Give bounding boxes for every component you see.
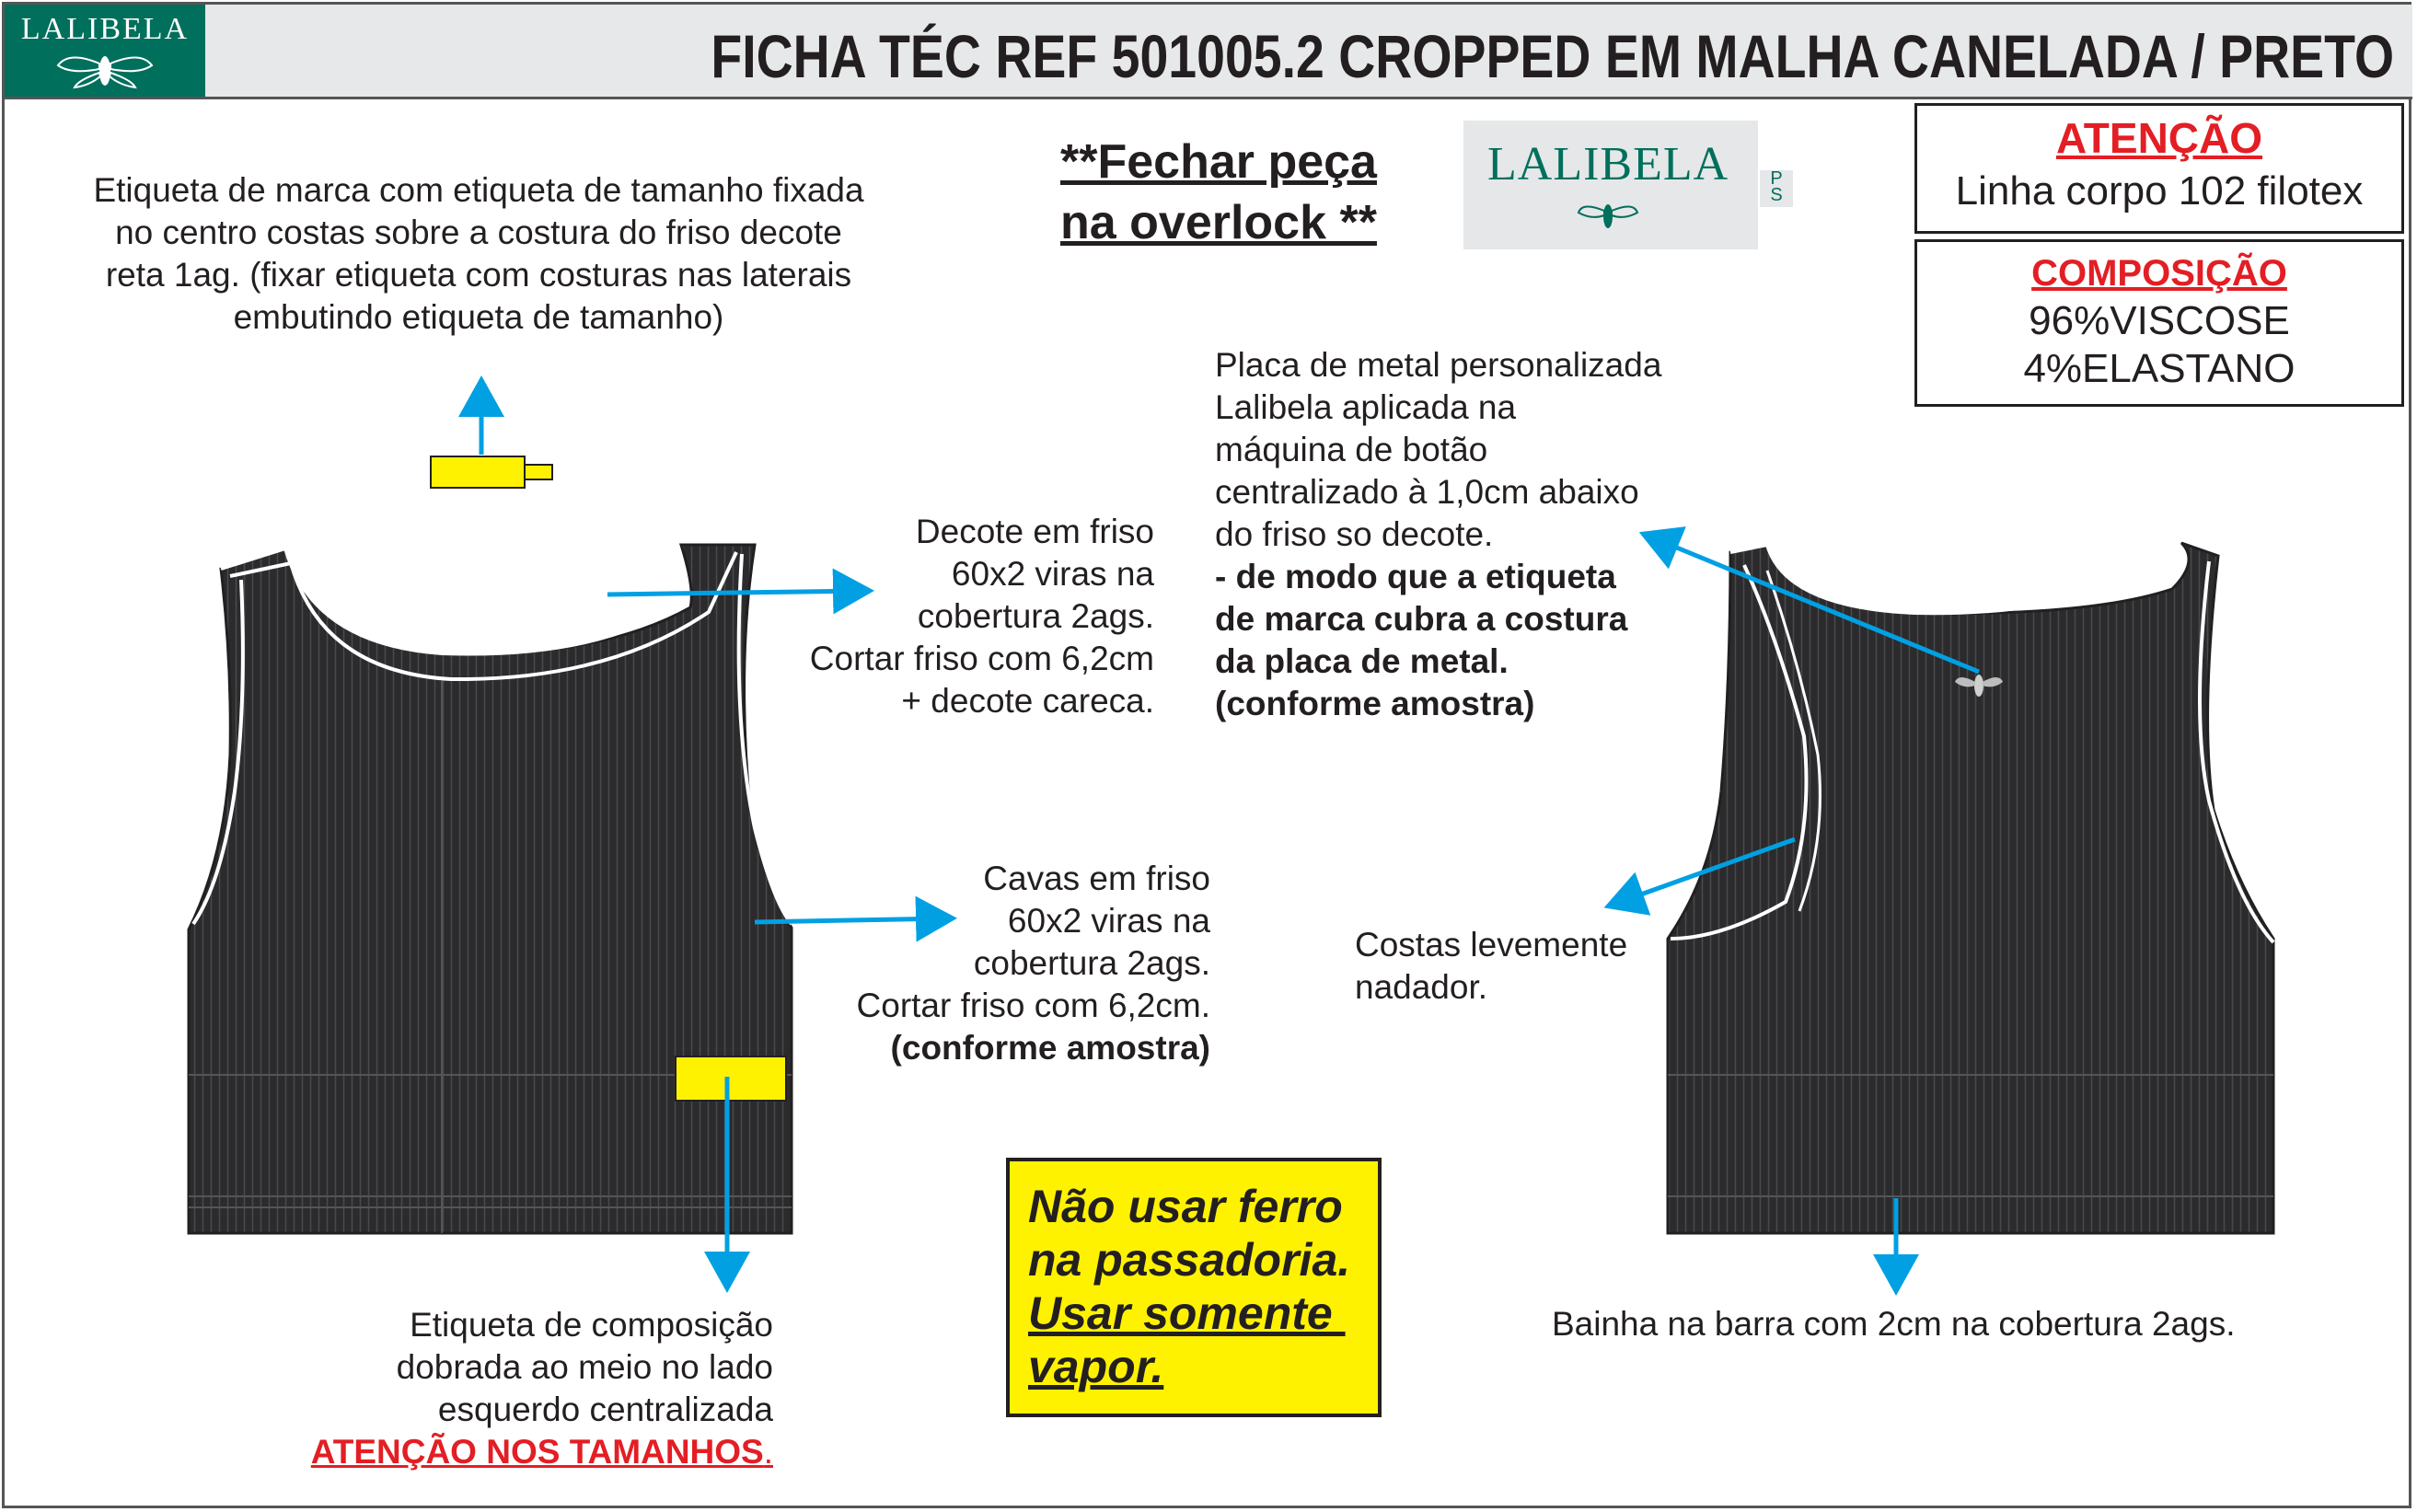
arrow-placa bbox=[1638, 526, 1980, 675]
attention-title: ATENÇÃO bbox=[2055, 114, 2263, 162]
brand-logo-panel: LALIBELA bbox=[1463, 121, 1758, 249]
composition-line1: 96%VISCOSE bbox=[2029, 298, 2290, 343]
composition-label-note: Etiqueta de composição dobrada ao meio n… bbox=[184, 1304, 773, 1473]
back-garment bbox=[1666, 541, 2275, 1235]
warning-line1: Não usar ferro bbox=[1028, 1181, 1343, 1232]
attention-box: ATENÇÃO Linha corpo 102 filotex bbox=[1914, 103, 2404, 234]
brand-logo-panel-text: LALIBELA bbox=[1487, 138, 1729, 190]
arrow-costas bbox=[1603, 837, 1796, 916]
brand-label-note: Etiqueta de marca com etiqueta de tamanh… bbox=[93, 171, 864, 336]
size-attention-dot: . bbox=[763, 1433, 773, 1471]
composition-label-patch bbox=[675, 1056, 787, 1102]
bee-icon bbox=[1577, 204, 1639, 228]
composition-line2: 4%ELASTANO bbox=[2023, 346, 2296, 391]
warning-line2: na passadoria. bbox=[1028, 1234, 1351, 1286]
size-attention-text: ATENÇÃO NOS TAMANHOS bbox=[310, 1433, 764, 1471]
composition-label-note-text: Etiqueta de composição dobrada ao meio n… bbox=[396, 1306, 773, 1428]
metal-plate-bee-icon bbox=[1955, 675, 2003, 697]
attention-text: Linha corpo 102 filotex bbox=[1955, 168, 2364, 214]
arrow-cavas bbox=[754, 895, 957, 942]
overlock-note: **Fechar peça na overlock ** bbox=[1060, 135, 1377, 249]
size-letters: P S bbox=[1760, 169, 1793, 207]
placa-note-text: Placa de metal personalizada Lalibela ap… bbox=[1215, 346, 1662, 553]
warning-line4: vapor. bbox=[1028, 1341, 1164, 1392]
cavas-note: Cavas em friso 60x2 viras na cobertura 2… bbox=[718, 858, 1210, 1069]
cavas-note-bold: (conforme amostra) bbox=[890, 1029, 1210, 1067]
ironing-warning: Não usar ferro na passadoria. Usar somen… bbox=[1006, 1158, 1382, 1417]
brand-logo: LALIBELA bbox=[5, 5, 205, 97]
arrow-decote bbox=[607, 568, 874, 615]
callout-arrows bbox=[458, 375, 1980, 1296]
warning-line3: Usar somente bbox=[1028, 1287, 1346, 1339]
brand-logo-text: LALIBELA bbox=[20, 12, 190, 46]
cavas-note-text: Cavas em friso 60x2 viras na cobertura 2… bbox=[856, 860, 1210, 1024]
front-garment bbox=[187, 543, 793, 1235]
decote-note: Decote em friso 60x2 viras na cobertura … bbox=[809, 513, 1154, 720]
composition-label-note-alert: ATENÇÃO NOS TAMANHOS. bbox=[184, 1431, 773, 1473]
size-label-patch bbox=[524, 464, 553, 480]
page-title: FICHA TÉC REF 501005.2 CROPPED EM MALHA … bbox=[711, 22, 2394, 90]
costas-note: Costas levemente nadador. bbox=[1355, 926, 1628, 1006]
placa-note-bold: - de modo que a etiqueta de marca cubra … bbox=[1215, 558, 1628, 722]
brand-label-patch bbox=[430, 456, 526, 489]
placa-note: Placa de metal personalizada Lalibela ap… bbox=[1215, 344, 1730, 725]
composition-box: COMPOSIÇÃO 96%VISCOSE 4%ELASTANO bbox=[1914, 239, 2404, 407]
bee-icon bbox=[56, 56, 154, 89]
bainha-note: Bainha na barra com 2cm na cobertura 2ag… bbox=[1552, 1305, 2236, 1343]
composition-title: COMPOSIÇÃO bbox=[2031, 253, 2287, 294]
header-bar: FICHA TÉC REF 501005.2 CROPPED EM MALHA … bbox=[5, 5, 2412, 99]
